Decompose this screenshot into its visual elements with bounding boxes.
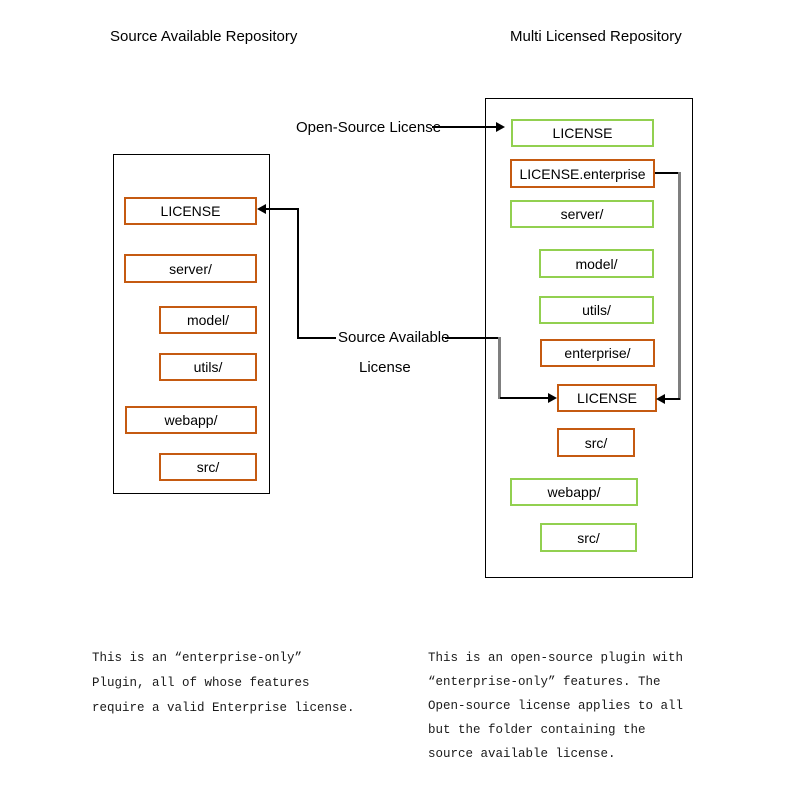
connector-line: [678, 172, 681, 400]
left-repo-item-label: server/: [169, 260, 212, 277]
left-repo-item-license: LICENSE: [124, 197, 257, 225]
right-repo-item-license-opensource: LICENSE: [511, 119, 654, 147]
left-repo-item-server: server/: [124, 254, 257, 283]
left-repo-item-utils: utils/: [159, 353, 257, 381]
arrow-left-icon: [656, 394, 665, 404]
right-repo-item-label: src/: [584, 434, 608, 451]
arrow-right-icon: [548, 393, 557, 403]
right-repo-item-webapp: webapp/: [510, 478, 638, 506]
right-repo-item-label: enterprise/: [564, 345, 631, 361]
left-repo-item-src: src/: [159, 453, 257, 481]
left-note-line: This is an “enterprise-only”: [92, 651, 303, 665]
left-repo-item-label: utils/: [193, 359, 223, 375]
right-repo-item-enterprise-folder: enterprise/: [540, 339, 655, 367]
right-repo-item-license-enterprise: LICENSE.enterprise: [510, 159, 655, 188]
right-repo-item-label: src/: [577, 529, 600, 546]
open-source-license-label: Open-Source License: [296, 119, 442, 136]
left-note-line: Plugin, all of whose features: [92, 676, 310, 690]
left-note-line: require a valid Enterprise license.: [92, 701, 355, 715]
connector-line: [432, 126, 496, 128]
right-repo-item-label: LICENSE.enterprise: [519, 165, 646, 182]
connector-line: [655, 172, 680, 174]
right-note-line: “enterprise-only” features. The: [428, 675, 661, 689]
right-note-line: but the folder containing the: [428, 723, 646, 737]
right-repo-item-label: server/: [560, 206, 604, 222]
right-note-line: Open-source license applies to all: [428, 699, 684, 713]
title-source-available-repository: Source Available Repository: [110, 28, 298, 45]
connector-line: [664, 398, 680, 400]
left-repo-item-label: LICENSE: [160, 203, 221, 219]
arrow-right-icon: [496, 122, 505, 132]
connector-line: [266, 208, 299, 210]
title-multi-licensed-repository: Multi Licensed Repository: [510, 28, 682, 45]
source-available-license-label-line2: License: [359, 359, 411, 376]
right-repo-item-utils: utils/: [539, 296, 654, 324]
right-repo-item-src: src/: [540, 523, 637, 552]
left-note: This is an “enterprise-only” Plugin, all…: [92, 646, 355, 721]
connector-line: [445, 337, 500, 339]
source-available-license-label-line1: Source Available: [338, 329, 450, 346]
left-repo-item-label: model/: [186, 312, 230, 328]
right-repo-item-label: model/: [575, 255, 618, 272]
right-repo-item-license-sourceavailable: LICENSE: [557, 384, 657, 412]
right-repo-item-label: LICENSE: [552, 125, 613, 141]
connector-line: [498, 337, 501, 399]
right-repo-item-model: model/: [539, 249, 654, 278]
left-repo-item-webapp: webapp/: [125, 406, 257, 434]
right-repo-item-label: utils/: [582, 302, 611, 318]
right-note: This is an open-source plugin with “ente…: [428, 646, 683, 766]
right-note-line: source available license.: [428, 747, 616, 761]
left-repo-item-label: src/: [196, 459, 220, 475]
right-repo-item-label: webapp/: [547, 484, 601, 500]
right-repo-item-server: server/: [510, 200, 654, 228]
arrow-left-icon: [257, 204, 266, 214]
right-repo-item-src-enterprise: src/: [557, 428, 635, 457]
right-repo-item-label: LICENSE: [577, 390, 637, 406]
left-repo-item-label: webapp/: [164, 412, 218, 428]
connector-line: [299, 337, 336, 339]
connector-line: [297, 208, 299, 339]
connector-line: [500, 397, 548, 399]
left-repo-item-model: model/: [159, 306, 257, 334]
right-note-line: This is an open-source plugin with: [428, 651, 684, 665]
